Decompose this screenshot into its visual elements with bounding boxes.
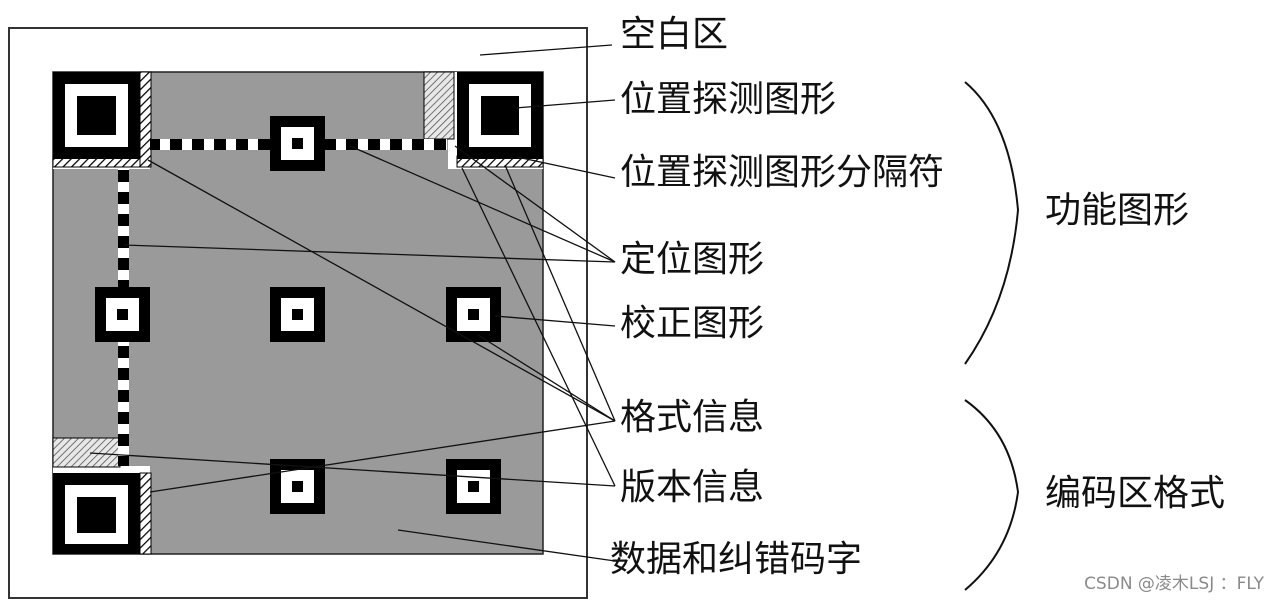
label-version-info: 版本信息 bbox=[620, 467, 765, 508]
alignment-pattern bbox=[270, 287, 325, 342]
finder-pattern-bl bbox=[53, 473, 140, 554]
format-info-bl bbox=[139, 472, 152, 555]
version-info-tr bbox=[423, 71, 455, 140]
label-finder-separator: 位置探测图形分隔符 bbox=[620, 152, 945, 193]
label-format-info: 格式信息 bbox=[620, 397, 765, 438]
label-data-ec: 数据和纠错码字 bbox=[610, 539, 863, 580]
alignment-pattern bbox=[270, 459, 325, 514]
version-info-bl bbox=[52, 437, 121, 468]
format-info-tl-v bbox=[139, 71, 152, 168]
label-timing-pattern: 定位图形 bbox=[620, 239, 765, 280]
group-encoding-region: 编码区格式 bbox=[1045, 473, 1226, 514]
alignment-pattern bbox=[95, 287, 150, 342]
label-quiet-zone: 空白区 bbox=[620, 14, 729, 55]
label-alignment-pattern: 校正图形 bbox=[620, 303, 765, 344]
brace-function-patterns bbox=[964, 81, 1020, 365]
label-finder-pattern: 位置探测图形 bbox=[620, 79, 837, 120]
group-function-patterns: 功能图形 bbox=[1045, 190, 1190, 231]
alignment-pattern bbox=[446, 459, 501, 514]
leader-lines bbox=[89, 44, 616, 562]
alignment-pattern bbox=[446, 287, 501, 342]
brace-encoding-region bbox=[964, 399, 1020, 591]
finder-pattern-tr bbox=[457, 72, 543, 159]
watermark: CSDN @凌木LSJ ：FLY bbox=[1084, 574, 1264, 594]
finder-pattern-tl bbox=[53, 72, 140, 159]
alignment-pattern bbox=[270, 116, 325, 171]
